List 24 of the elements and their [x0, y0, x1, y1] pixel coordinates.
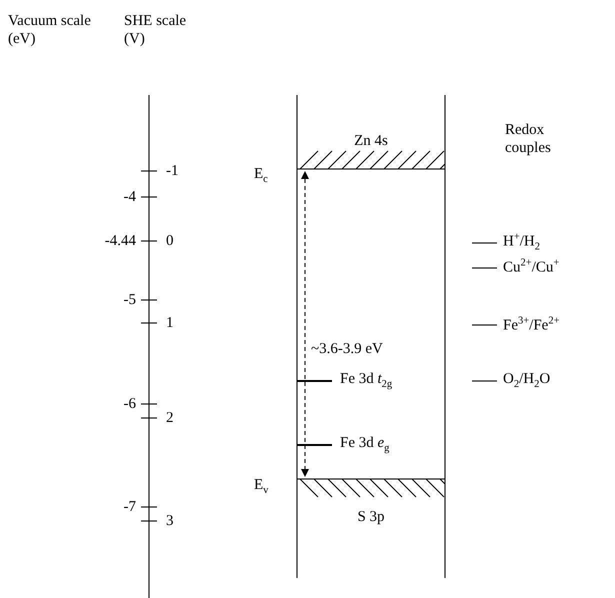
tick-label: -4.44	[104, 232, 136, 250]
tick-label: 1	[166, 314, 174, 332]
axis-title: SHE scale (V)	[124, 12, 188, 48]
tick-label: 2	[166, 409, 174, 427]
tick-label: -4	[124, 188, 136, 206]
energy-level-label: Fe 3d t$_{2g}$	[340, 370, 392, 392]
redox-couple-label: Fe$^{3+}$/Fe$^{2+}$	[503, 316, 560, 334]
band-edge-label: E$_{c}$	[254, 165, 268, 187]
band-label: Zn 4s	[354, 132, 388, 150]
tick-label: 0	[166, 232, 174, 250]
energy-level-label: Fe 3d e$_{g}$	[340, 434, 390, 456]
tick-label: -6	[124, 395, 136, 413]
tick-label: 3	[166, 512, 174, 530]
legend-title: Redox couples	[505, 121, 552, 157]
tick-label: -1	[166, 162, 178, 180]
redox-couple-label: Cu$^{2+}$/Cu$^{+}$	[503, 258, 560, 276]
band-edge-label: E$_{v}$	[254, 476, 268, 498]
axis-title: Vacuum scale (eV)	[8, 12, 92, 48]
tick-label: -7	[124, 498, 136, 516]
redox-couple-label: O$_{2}$/H$_{2}$O	[503, 370, 550, 392]
tick-label: -5	[124, 291, 136, 309]
redox-couple-label: H$^{+}$/H$_{2}$	[503, 232, 540, 254]
band-gap-label: ~3.6-3.9 eV	[311, 340, 383, 358]
band-label: S 3p	[357, 508, 385, 526]
